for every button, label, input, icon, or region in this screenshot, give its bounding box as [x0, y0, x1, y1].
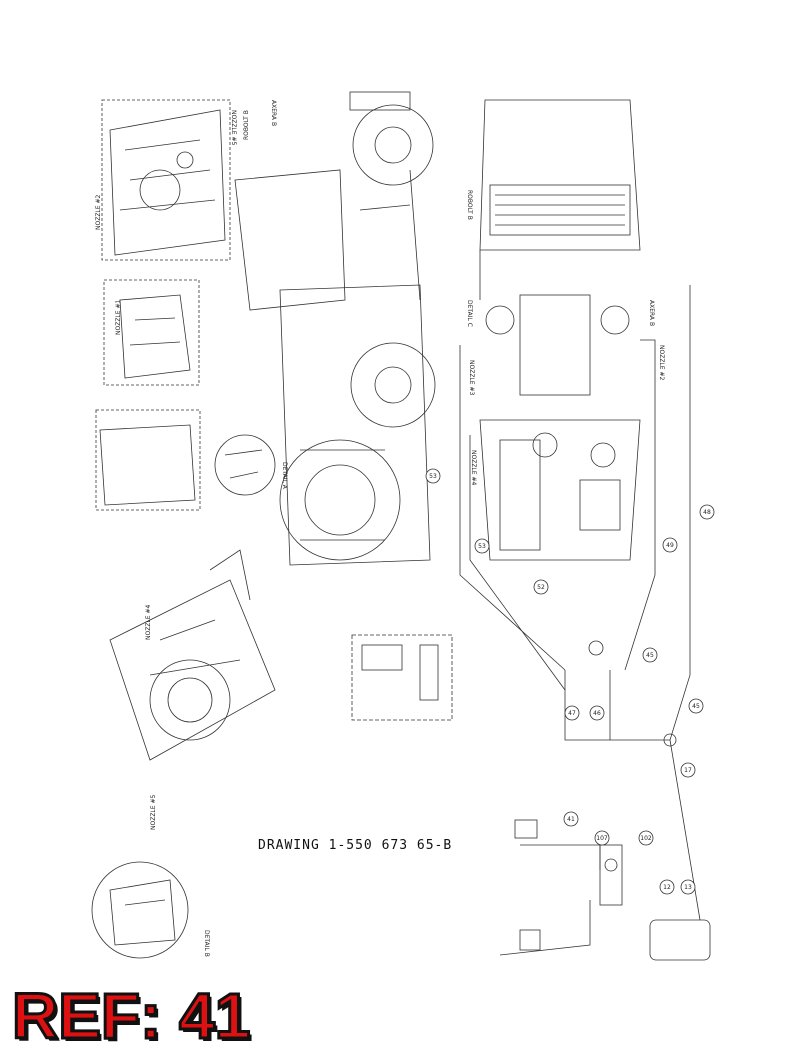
drawing-number: DRAWING 1-550 673 65-B	[258, 838, 453, 853]
machine-side-view	[234, 91, 436, 566]
callout-label: 13	[684, 884, 692, 891]
callout-balloons	[425, 468, 715, 895]
callout-label: 45	[692, 703, 700, 710]
pump-tank-components	[514, 733, 711, 961]
callout-label: 12	[663, 884, 671, 891]
detail-a-circle	[214, 434, 276, 496]
callout-label: 102	[640, 835, 652, 842]
view-label: AXERA B	[270, 100, 277, 126]
view-strip	[95, 409, 201, 511]
callout-label: 49	[666, 542, 674, 549]
detail-label: DETAIL C	[466, 300, 473, 327]
detail-label: DETAIL A	[281, 462, 288, 490]
nozzle-label: NOZZLE #1	[115, 300, 122, 336]
view-nozzle-2-5	[101, 99, 231, 261]
view-labels: NOZZLE #5 NOZZLE #2 NOZZLE #1 NOZZLE #3 …	[95, 100, 665, 957]
callout-label: 53	[478, 543, 486, 550]
nozzle-assembly-box	[351, 634, 453, 721]
nozzle-label: NOZZLE #3	[468, 360, 475, 396]
callout-label: 45	[646, 652, 654, 659]
nozzle-label: NOZZLE #2	[95, 195, 102, 231]
callout-label: 41	[567, 816, 575, 823]
view-label: ROBOLT B	[243, 110, 250, 140]
callout-label: 17	[684, 767, 692, 774]
callout-label: 46	[593, 710, 601, 717]
callout-label: 52	[537, 584, 545, 591]
nozzle-label: NOZZLE #5	[230, 110, 237, 146]
hose-routing	[459, 250, 701, 956]
view-label: ROBOLT B	[466, 190, 473, 220]
machine-top-view	[479, 99, 641, 561]
detail-label: DETAIL B	[203, 930, 210, 957]
callout-numbers: 52 53 53 45 49 48 41 47 46 45 107 102 13…	[429, 473, 711, 891]
nozzle-label: NOZZLE #2	[658, 345, 665, 381]
view-nozzle-1	[103, 279, 200, 386]
nozzle-label: NOZZLE #4	[145, 605, 152, 641]
detail-b-circle	[91, 861, 189, 959]
nozzle-label: NOZZLE #5	[150, 795, 157, 831]
reel-isometric-view	[109, 549, 276, 761]
nozzle-label: NOZZLE #4	[470, 450, 477, 486]
view-label: AXERA B	[648, 300, 655, 326]
callout-label: 107	[596, 835, 608, 842]
callout-label: 47	[568, 710, 576, 717]
callout-label: 53	[429, 473, 437, 480]
callout-label: 48	[703, 509, 711, 516]
ref-badge: REF: 41	[10, 980, 251, 1052]
